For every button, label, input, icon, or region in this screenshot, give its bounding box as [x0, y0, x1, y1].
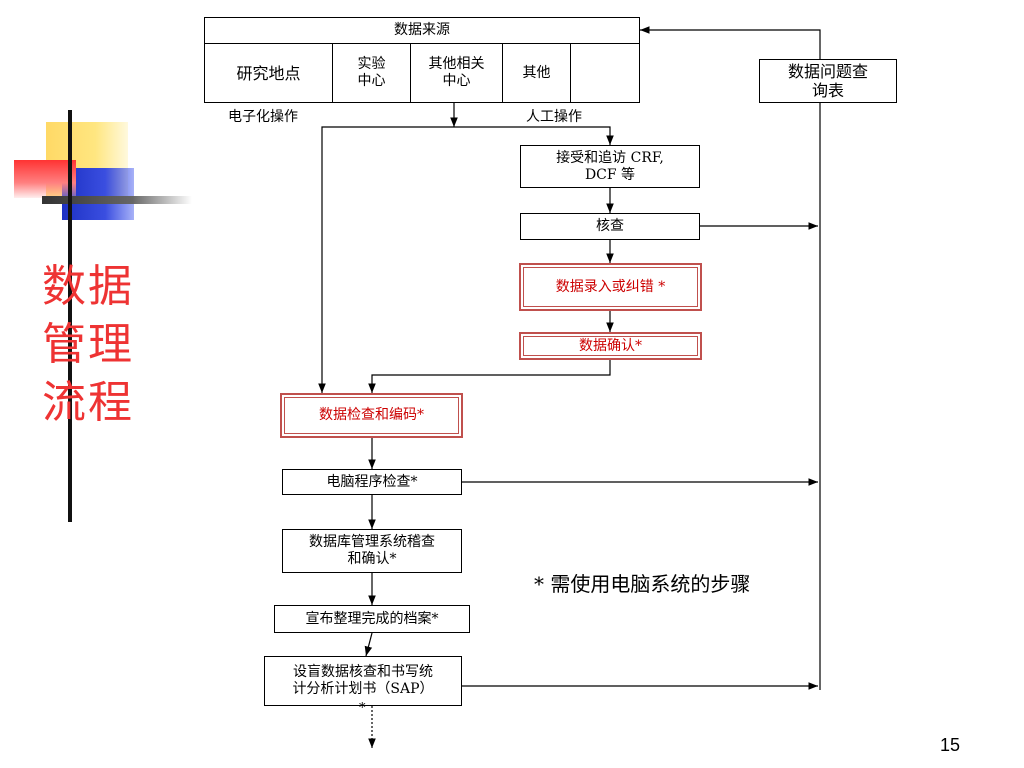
step-database-audit: 数据库管理系统稽查 和确认* [282, 529, 462, 573]
step-data-entry: 数据录入或纠错 * [519, 263, 702, 311]
page-number: 15 [940, 735, 961, 755]
source-cell-empty [571, 44, 639, 102]
arrow-manual-branch [454, 126, 614, 145]
arrow-query-to-sources [640, 26, 821, 59]
step-announce-archive: 宣布整理完成的档案* [274, 605, 470, 633]
data-sources-header: 数据来源 [205, 18, 639, 44]
source-cell-other: 其他 [503, 44, 571, 102]
step-verify: 核查 [520, 213, 700, 240]
label-manual: 人工操作 [526, 109, 582, 125]
deco-horizontal-bar [42, 196, 192, 204]
data-sources-table: 数据来源 研究地点 实验 中心 其他相关 中心 其他 [204, 17, 640, 103]
arrow-electronic-branch [318, 126, 454, 393]
step-receive-crf: 接受和追访 CRF, DCF 等 [520, 145, 700, 188]
asterisk-mark: * [359, 701, 366, 716]
computer-step-note: * 需使用电脑系统的步骤 [534, 572, 751, 596]
step-program-check: 电脑程序检查* [282, 469, 462, 495]
slide-title: 数据 管理 流程 [42, 261, 134, 428]
arrow-confirm-to-check [368, 360, 611, 393]
step-sap-plan: 设盲数据核查和书写统 计分析计划书（SAP） [264, 656, 462, 706]
arrow-announce-to-sap [364, 632, 373, 657]
step-check-and-code: 数据检查和编码* [280, 393, 463, 438]
source-cell-lab: 实验 中心 [333, 44, 411, 102]
source-cell-research-site: 研究地点 [205, 44, 333, 102]
step-data-confirm: 数据确认* [519, 332, 702, 360]
deco-vertical-bar [68, 110, 72, 522]
label-electronic: 电子化操作 [228, 109, 298, 125]
deco-red-square [14, 160, 76, 198]
source-cell-related-centers: 其他相关 中心 [411, 44, 503, 102]
query-table-box: 数据问题查 询表 [759, 59, 897, 103]
